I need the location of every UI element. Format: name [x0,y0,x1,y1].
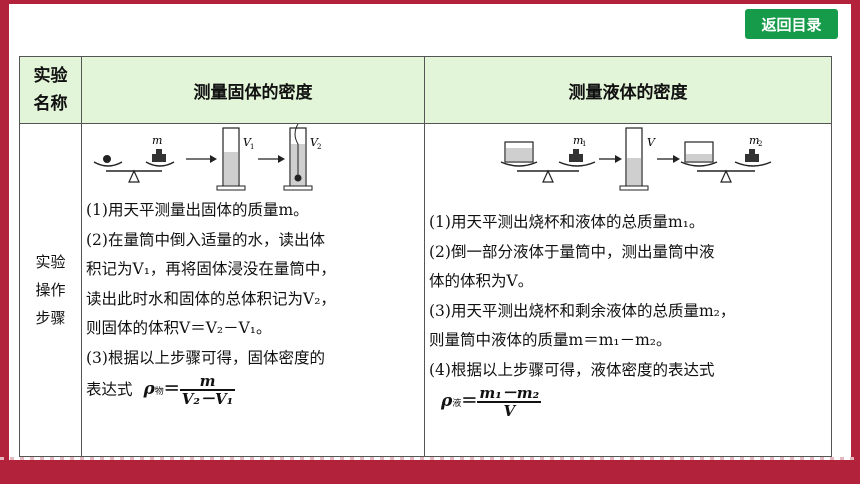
solid-apparatus-diagram: m V 1 [86,123,420,196]
steps-row: 实验 操作 步骤 [19,123,832,457]
row-label-steps: 实验 操作 步骤 [19,123,82,457]
frame-right [851,0,860,484]
label-v: V [647,136,656,149]
label-v1-sub: 1 [250,143,254,151]
equals-sign: ＝ [461,391,478,410]
fraction-numerator: m₁－m₂ [477,384,542,403]
row-label-line2: 操作 [35,281,66,299]
cylinder-icon [216,127,246,191]
balance-icon [93,149,175,183]
fraction-denominator: V [503,402,516,420]
header-name-line2: 名称 [33,94,68,114]
header-name-line1: 实验 [33,66,68,86]
liquid-step-3a: (3)用天平测出烧杯和剩余液体的总质量m₂， [429,301,736,320]
header-liquid-density: 测量液体的密度 [424,56,832,124]
label-m2-sub: 2 [758,140,762,148]
label-v1: V [243,136,252,149]
rho-subscript: 物 [154,387,164,397]
liquid-step-3b: 则量筒中液体的质量m＝m₁－m₂。 [429,331,672,349]
label-v2: V [310,136,319,149]
cylinder-with-solid-icon [283,123,313,191]
solid-step-2a: (2)在量筒中倒入适量的水，读出体 [86,230,325,249]
solid-step-2b: 积记为V₁，再将固体浸没在量筒中， [86,260,336,278]
liquid-step-1: (1)用天平测出烧杯和液体的总质量m₁。 [429,213,705,231]
solid-steps-cell: m V 1 [81,123,425,457]
liquid-step-4: (4)根据以上步骤可得，液体密度的表达式 [429,360,715,379]
fraction-denominator: V₂－V₁ [181,390,234,408]
solid-step-2c: 读出此时水和固体的总体积记为V₂， [86,289,336,308]
frame-dots [0,457,860,460]
liquid-apparatus-svg: m 1 V [500,127,772,191]
solid-apparatus-svg: m V 1 [93,123,321,191]
balance-with-remaining-liquid-icon [680,141,772,183]
liquid-step-2b: 体的体积为V。 [429,272,534,290]
label-m2: m [749,134,759,147]
row-label-line1: 实验 [35,253,66,271]
solid-step-1: (1)用天平测量出固体的质量m。 [86,201,309,219]
cylinder-icon [619,127,649,191]
solid-formula-prefix: 表达式 [86,380,133,399]
fraction-numerator: m [179,373,236,391]
solid-step-3: (3)根据以上步骤可得，固体密度的 [86,348,325,367]
rho-symbol: ρ [143,379,155,399]
label-v2-sub: 2 [317,143,321,151]
frame-bottom [0,460,860,484]
header-experiment-name: 实验 名称 [19,56,82,124]
liquid-step-2a: (2)倒一部分液体于量筒中，测出量筒中液 [429,242,715,261]
rho-subscript: 液 [452,399,462,409]
liquid-spacer [429,196,827,208]
label-m: m [152,134,162,147]
row-label-line3: 步骤 [35,309,66,327]
back-to-contents-button[interactable]: 返回目录 [745,9,838,39]
equals-sign: ＝ [163,379,180,398]
rho-symbol: ρ [441,391,453,411]
header-row: 实验 名称 测量固体的密度 测量液体的密度 [19,56,832,124]
frame-top [0,0,860,4]
experiment-table: 实验 名称 测量固体的密度 测量液体的密度 实验 操作 步骤 [19,56,832,457]
header-solid-density: 测量固体的密度 [81,56,425,124]
liquid-steps-cell: m 1 V [424,123,832,457]
liquid-apparatus-diagram: m 1 V [429,124,827,196]
label-m1-sub: 1 [582,140,586,148]
frame-left [0,0,9,484]
solid-step-2d: 则固体的体积V＝V₂－V₁。 [86,319,272,337]
balance-with-beaker-icon [500,141,596,183]
label-m1: m [573,134,583,147]
